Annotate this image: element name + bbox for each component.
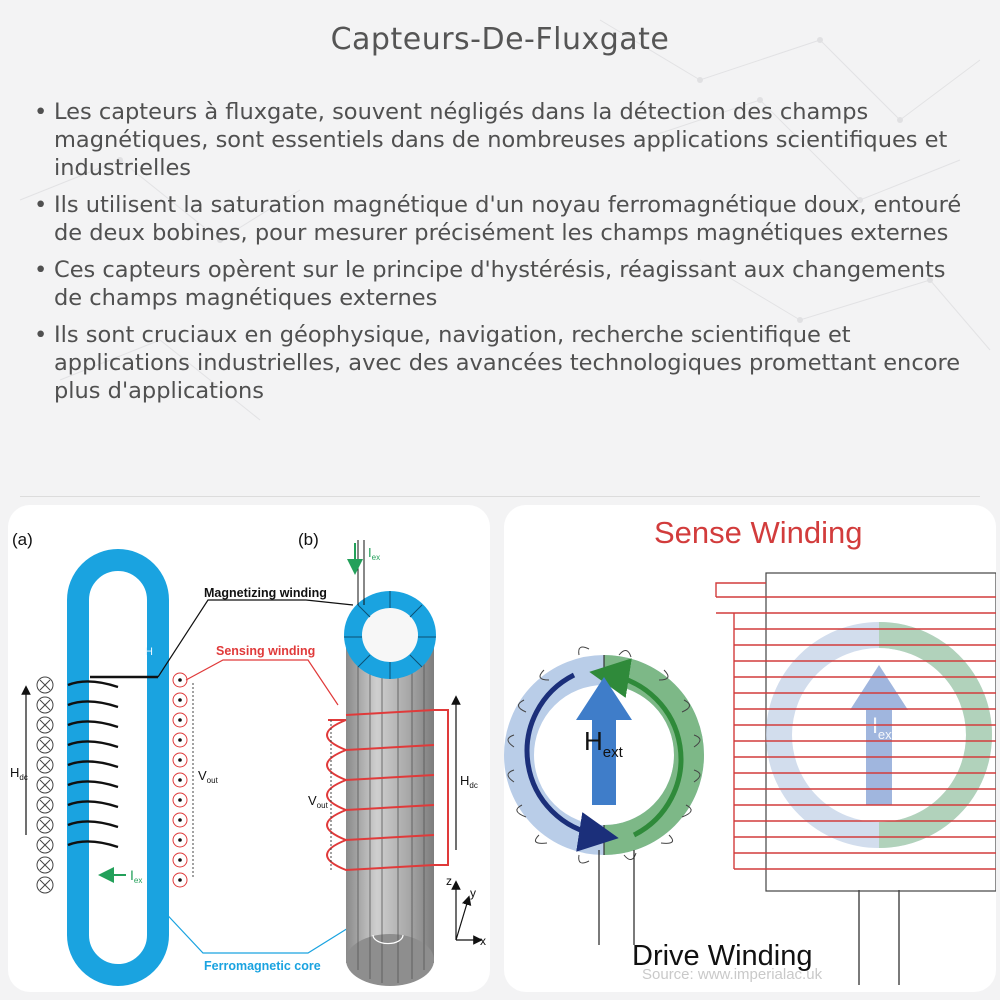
axis-x-label: x	[480, 934, 486, 948]
axis-z-label: z	[446, 874, 452, 888]
hdc-label-a: Hdc	[10, 765, 28, 782]
iex-label-b: Iex	[368, 545, 380, 562]
magnetizing-winding-coils	[67, 675, 158, 849]
ring-core-fluxgate-panel: Sense Winding Hext Hext Dri	[504, 505, 996, 992]
sensing-winding-label: Sensing winding	[216, 644, 315, 658]
iex-label-a: Iex	[130, 867, 142, 885]
bullet-item: Ces capteurs opèrent sur le principe d'h…	[30, 256, 980, 312]
ferromagnetic-core-b-cylinder	[346, 633, 434, 963]
magnetizing-callout-line	[157, 599, 354, 678]
hext-arrow	[576, 677, 632, 805]
section-divider	[20, 496, 980, 497]
bullet-list: Les capteurs à fluxgate, souvent négligé…	[30, 98, 980, 414]
sense-winding-title: Sense Winding	[654, 515, 863, 550]
fluxgate-schematic-panel: (a) (b) Hdc H Iex	[8, 505, 490, 992]
source-credit: Source: www.imperialac.uk	[642, 966, 823, 983]
core-callout-line	[157, 904, 354, 954]
bullet-item: Les capteurs à fluxgate, souvent négligé…	[30, 98, 980, 182]
page-title: Capteurs-De-Fluxgate	[330, 22, 670, 57]
label-b: (b)	[298, 530, 319, 549]
drive-winding-loops	[507, 646, 701, 864]
vout-label-b: Vout	[308, 793, 329, 810]
drive-winding-label: Drive Winding	[632, 940, 813, 972]
hext-label: Hext	[584, 726, 624, 761]
sense-winding-frame	[765, 572, 996, 892]
sensing-winding-coils-b	[326, 709, 449, 872]
vout-label-a: Vout	[198, 768, 219, 785]
bullet-item: Ils utilisent la saturation magnétique d…	[30, 191, 980, 247]
hdc-label-b: Hdc	[460, 773, 478, 790]
ferromagnetic-core-label: Ferromagnetic core	[204, 959, 321, 973]
coordinate-axes	[451, 880, 483, 945]
hext-arrow-faded	[850, 665, 908, 805]
h-core-label: H	[145, 646, 153, 658]
sensing-callout-line	[185, 659, 339, 706]
ring-core-fluxgate-diagram: Sense Winding Hext Hext Dri	[504, 515, 996, 985]
field-into-page-symbols	[36, 676, 54, 894]
field-out-of-page-symbols	[172, 672, 188, 888]
cylinder-bottom	[346, 934, 434, 986]
fluxgate-schematic-diagram: (a) (b) Hdc H Iex	[10, 530, 486, 986]
label-a: (a)	[12, 530, 33, 549]
flux-arrow-navy	[524, 672, 619, 852]
bullet-item: Ils sont cruciaux en géophysique, naviga…	[30, 321, 980, 405]
rotation-arrow-icon	[372, 934, 404, 945]
axis-y-label: y	[470, 886, 476, 900]
sense-winding-lines	[715, 582, 996, 870]
magnetizing-winding-label: Magnetizing winding	[204, 586, 327, 600]
ferromagnetic-core-a	[67, 549, 169, 986]
cylinder-hole	[362, 608, 418, 662]
flux-arrow-green	[589, 658, 684, 838]
